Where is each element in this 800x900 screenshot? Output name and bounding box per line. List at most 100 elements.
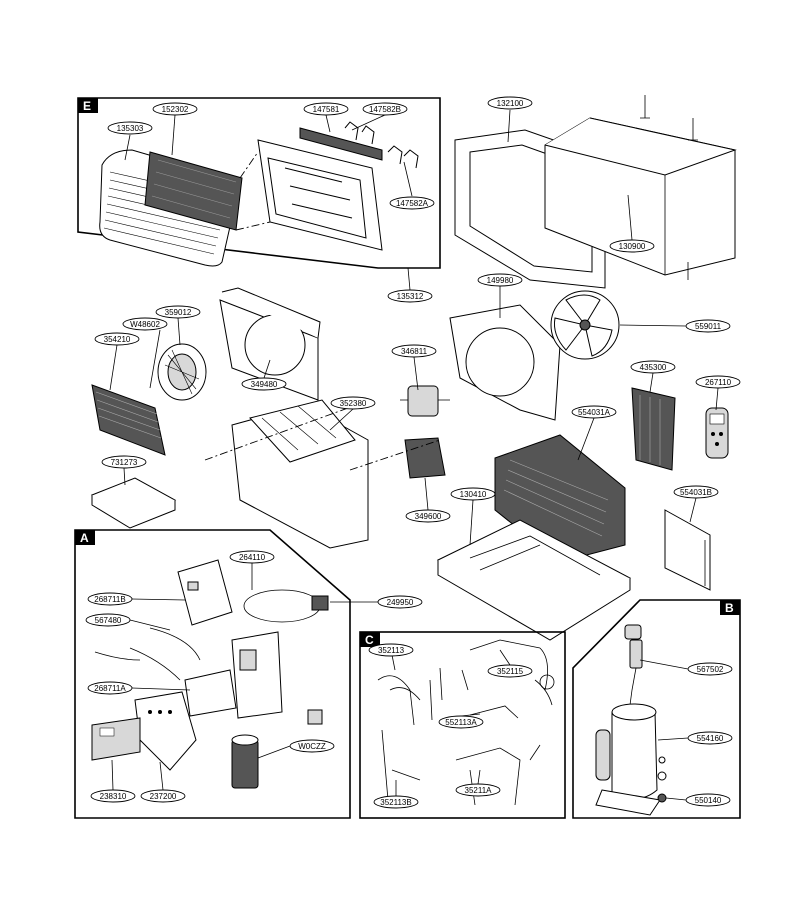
section-b: B	[572, 599, 741, 819]
insulation-pad	[90, 477, 177, 529]
louver-bracket-a	[387, 145, 419, 169]
part-label: 435300	[630, 360, 676, 374]
svg-text:W0CZZ: W0CZZ	[298, 742, 326, 751]
part-label: 147581	[303, 102, 349, 116]
blower-housing	[219, 287, 321, 401]
svg-text:552113A: 552113A	[445, 718, 477, 727]
wire-harness	[94, 627, 201, 681]
leader-lines	[109, 109, 719, 801]
svg-text:147581: 147581	[313, 105, 340, 114]
svg-text:346811: 346811	[401, 347, 428, 356]
fan-motor	[400, 385, 450, 417]
section-label-e: E	[83, 99, 91, 113]
pcb-display	[184, 669, 237, 717]
base-pan	[436, 519, 632, 641]
part-label: 349600	[405, 509, 451, 523]
section-label-a: A	[80, 531, 89, 545]
svg-text:354210: 354210	[104, 335, 131, 344]
part-label: 249950	[377, 595, 423, 609]
part-label: W0CZZ	[289, 739, 335, 753]
svg-text:267110: 267110	[705, 378, 732, 387]
part-label: 135312	[387, 289, 433, 303]
display-panel	[91, 717, 141, 761]
side-bracket	[631, 387, 676, 471]
blower-wheel	[157, 343, 207, 401]
power-cord	[243, 589, 329, 623]
svg-text:559011: 559011	[695, 322, 722, 331]
part-label: 554031A	[571, 405, 617, 419]
svg-text:352113B: 352113B	[380, 798, 411, 807]
part-label: 554160	[687, 731, 733, 745]
part-label: 352380	[330, 396, 376, 410]
front-frame	[257, 139, 383, 251]
part-label: 352113	[368, 643, 414, 657]
air-filter	[144, 151, 243, 231]
part-label: 352113B	[373, 795, 419, 809]
pcb-main	[177, 559, 233, 626]
part-label: 554031B	[673, 485, 719, 499]
motor-bracket	[404, 437, 446, 479]
evaporator-coil	[91, 384, 166, 456]
louver-bracket-b	[344, 121, 375, 145]
base-divider	[231, 399, 369, 549]
remote-control	[705, 407, 729, 459]
svg-text:349480: 349480	[251, 380, 278, 389]
part-label: 349480	[241, 377, 287, 391]
svg-text:W48602: W48602	[130, 320, 160, 329]
svg-text:554031A: 554031A	[578, 408, 611, 417]
accumulator-valve	[624, 624, 643, 721]
part-label: 731273	[101, 455, 147, 469]
svg-text:130410: 130410	[460, 490, 487, 499]
svg-text:554160: 554160	[697, 734, 724, 743]
part-label: 147582B	[362, 102, 408, 116]
svg-text:149980: 149980	[487, 276, 514, 285]
svg-text:238310: 238310	[100, 792, 127, 801]
svg-text:147582B: 147582B	[369, 105, 401, 114]
svg-text:349600: 349600	[415, 512, 442, 521]
svg-text:132100: 132100	[497, 99, 524, 108]
svg-text:435300: 435300	[640, 363, 667, 372]
svg-text:352115: 352115	[497, 667, 524, 676]
svg-text:731273: 731273	[111, 458, 138, 467]
svg-text:554031B: 554031B	[680, 488, 712, 497]
svg-text:135312: 135312	[397, 292, 424, 301]
cabinet-shell	[544, 117, 737, 276]
part-label: 267110	[695, 375, 741, 389]
part-label: 567480	[85, 613, 131, 627]
control-box	[231, 631, 283, 719]
part-label: 238310	[90, 789, 136, 803]
part-label: 346811	[391, 344, 437, 358]
part-label: 237200	[140, 789, 186, 803]
mount-grommets	[657, 756, 667, 803]
svg-text:268711B: 268711B	[94, 595, 125, 604]
part-label: 552113A	[438, 715, 484, 729]
part-label: W48602	[122, 317, 168, 331]
part-label: 268711A	[87, 681, 133, 695]
svg-text:237200: 237200	[150, 792, 177, 801]
section-label-b: B	[725, 601, 734, 615]
part-label: 268711B	[87, 592, 133, 606]
part-labels: 152302 147581 147582B 135303 147582A 135…	[85, 96, 741, 809]
svg-text:567502: 567502	[697, 665, 724, 674]
section-c: C	[359, 631, 566, 819]
cabinet-group	[454, 95, 737, 289]
capacitor	[231, 734, 259, 789]
section-a: A	[74, 529, 351, 819]
part-label: 147582A	[389, 196, 435, 210]
part-label: 354210	[94, 332, 140, 346]
svg-text:135303: 135303	[117, 124, 144, 133]
svg-text:550140: 550140	[695, 796, 722, 805]
control-panel	[134, 691, 197, 771]
part-label: 152302	[152, 102, 198, 116]
svg-text:352113: 352113	[378, 646, 405, 655]
part-label: 135303	[107, 121, 153, 135]
svg-text:264110: 264110	[239, 553, 266, 562]
part-label: 559011	[685, 319, 731, 333]
terminal-block	[307, 709, 323, 725]
part-label: 35211A	[455, 783, 501, 797]
part-label: 130410	[450, 487, 496, 501]
condenser-shroud	[449, 304, 561, 421]
svg-text:152302: 152302	[162, 105, 189, 114]
louver-strip	[299, 127, 383, 161]
